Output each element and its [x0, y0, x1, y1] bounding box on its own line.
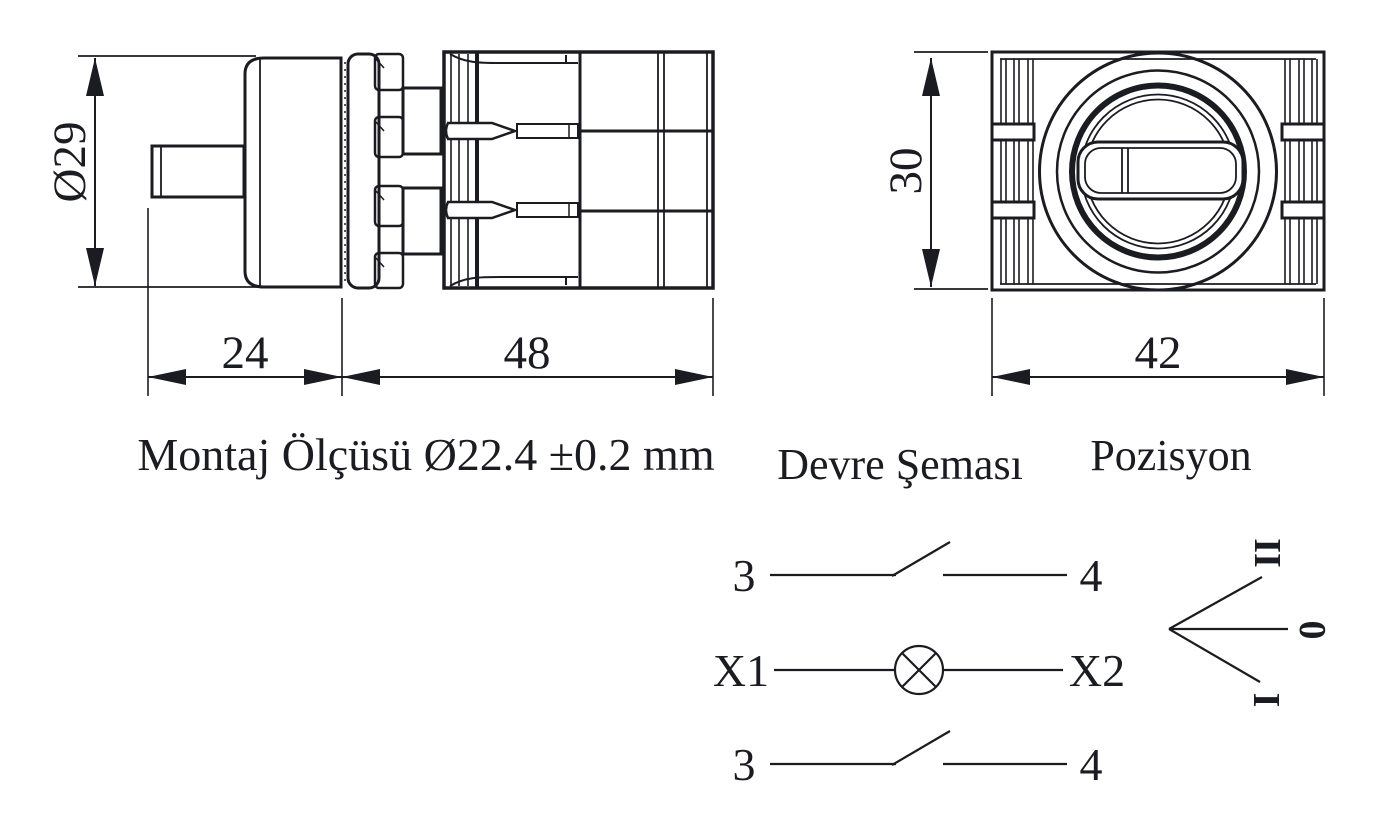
adapter-step	[401, 86, 443, 156]
mounting-clip	[1280, 200, 1326, 220]
switch-contact-icon	[891, 730, 951, 766]
knob-handle	[1076, 140, 1245, 201]
height-label: 30	[880, 148, 932, 195]
circuit-title: Devre Şeması	[777, 440, 1023, 489]
terminal-label: 3	[733, 550, 756, 601]
terminal-screw	[444, 121, 519, 141]
arrow-right-icon	[1286, 369, 1324, 385]
body-depth-label: 48	[504, 327, 551, 379]
terminal-label: 4	[1080, 550, 1103, 601]
collar-tooth	[373, 52, 405, 92]
dimension-width: 42	[991, 298, 1325, 396]
mounting-clip	[990, 122, 1036, 142]
position-title: Pozisyon	[1090, 431, 1251, 480]
contact-block	[442, 50, 715, 290]
position-label-2: II	[1246, 538, 1288, 568]
dimension-knob-depth: 24	[147, 208, 343, 396]
dimension-diameter: Ø29	[44, 55, 260, 288]
bezel-ring	[1055, 69, 1261, 274]
arrow-down-icon	[86, 248, 104, 286]
front-view: 30	[880, 50, 1326, 396]
lamp-icon	[893, 644, 945, 696]
side-view: Ø29	[44, 50, 715, 396]
arrow-up-icon	[922, 58, 940, 96]
mounting-note: Montaj Ölçüsü Ø22.4 ±0.2 mm	[137, 429, 714, 480]
position-rays	[1168, 576, 1288, 683]
terminal-clamp	[516, 202, 579, 218]
bezel	[243, 56, 346, 289]
mounting-clip	[1280, 122, 1326, 142]
terminal-clamp	[516, 123, 579, 139]
terminal-label: 3	[733, 739, 756, 790]
front-body	[990, 50, 1326, 292]
width-label: 42	[1135, 327, 1182, 379]
arrow-left-icon	[148, 369, 186, 385]
mounting-clip	[990, 200, 1036, 220]
right-rail	[1284, 59, 1318, 284]
arrow-up-icon	[86, 58, 104, 96]
dimension-body-depth: 48	[342, 298, 714, 396]
arrow-right-icon	[304, 369, 342, 385]
position-label-0: 0	[1291, 621, 1333, 640]
terminal-screw	[444, 200, 519, 220]
arrow-down-icon	[922, 249, 940, 287]
arrow-left-icon	[342, 369, 380, 385]
left-rail	[1000, 59, 1034, 284]
arrow-right-icon	[675, 369, 713, 385]
circuit-diagram: 3 4 X1 X2 3 4	[713, 541, 1125, 790]
knob-depth-label: 24	[222, 327, 269, 379]
collar-tooth	[373, 251, 405, 290]
bezel-ring	[1038, 51, 1278, 292]
dimension-height: 30	[880, 51, 988, 290]
terminal-label: 4	[1080, 739, 1103, 790]
circuit-row-switch-top: 3 4	[733, 541, 1103, 601]
position-diagram: II 0 I	[1168, 538, 1333, 708]
adapter-step	[401, 186, 443, 256]
switch-contact-icon	[891, 541, 951, 577]
position-label-1: I	[1245, 693, 1287, 708]
collar	[346, 52, 443, 290]
diameter-label: Ø29	[44, 122, 96, 203]
terminal-label: X2	[1069, 645, 1125, 696]
circuit-row-switch-bottom: 3 4	[733, 730, 1103, 790]
circuit-row-lamp: X1 X2	[713, 644, 1125, 696]
terminal-label: X1	[713, 645, 769, 696]
knob-shaft	[150, 144, 246, 199]
arrow-left-icon	[992, 369, 1030, 385]
